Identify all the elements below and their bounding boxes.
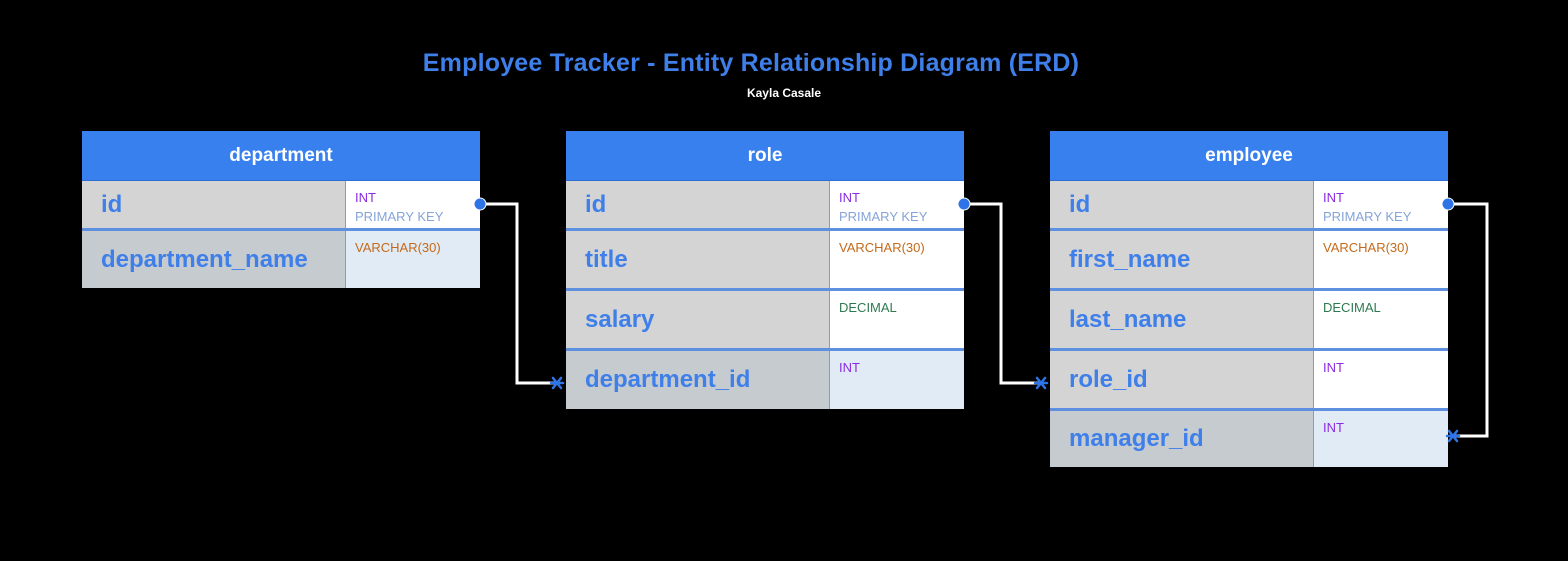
connector-line xyxy=(480,202,557,385)
column-type-cell: INT PRIMARY KEY xyxy=(1314,181,1448,228)
one-end-dot xyxy=(473,197,487,211)
table-header-department: department xyxy=(82,131,480,181)
column-type-cell: INT xyxy=(830,351,964,409)
table-employee: employee id INT PRIMARY KEY first_name V… xyxy=(1050,131,1448,467)
column-type: VARCHAR(30) xyxy=(1323,240,1409,255)
column-row-role-department-id: department_id INT xyxy=(566,351,964,409)
relationship-department-role xyxy=(473,197,565,390)
column-row-employee-manager-id: manager_id INT xyxy=(1050,411,1448,467)
column-type-cell: DECIMAL xyxy=(830,291,964,348)
column-name: last_name xyxy=(1050,291,1314,348)
connector-line xyxy=(964,202,1041,385)
column-type: INT xyxy=(839,360,860,375)
column-name: id xyxy=(1050,181,1314,228)
column-name: title xyxy=(566,231,830,288)
table-header-employee: employee xyxy=(1050,131,1448,181)
column-name: salary xyxy=(566,291,830,348)
diagram-author: Kayla Casale xyxy=(746,86,822,100)
relationship-employee-manager xyxy=(1441,197,1489,443)
column-type-cell: INT PRIMARY KEY xyxy=(830,181,964,228)
column-row-department-id: id INT PRIMARY KEY xyxy=(82,181,480,231)
one-end-dot xyxy=(957,197,971,211)
column-type-cell: INT PRIMARY KEY xyxy=(346,181,480,228)
column-type-cell: VARCHAR(30) xyxy=(346,231,480,288)
column-row-employee-id: id INT PRIMARY KEY xyxy=(1050,181,1448,231)
column-row-employee-first-name: first_name VARCHAR(30) xyxy=(1050,231,1448,291)
column-name: id xyxy=(82,181,346,228)
column-type-cell: INT xyxy=(1314,411,1448,467)
column-name: department_name xyxy=(82,231,346,288)
many-end-star xyxy=(549,376,565,390)
column-type-cell: VARCHAR(30) xyxy=(830,231,964,288)
table-header-role: role xyxy=(566,131,964,181)
connector-line xyxy=(1448,202,1489,438)
column-name: department_id xyxy=(566,351,830,409)
column-type-cell: VARCHAR(30) xyxy=(1314,231,1448,288)
column-name: first_name xyxy=(1050,231,1314,288)
relationship-role-employee xyxy=(957,197,1049,390)
column-name: role_id xyxy=(1050,351,1314,408)
many-end-star xyxy=(1445,429,1461,443)
column-type: VARCHAR(30) xyxy=(839,240,925,255)
table-role: role id INT PRIMARY KEY title VARCHAR(30… xyxy=(566,131,964,409)
table-department: department id INT PRIMARY KEY department… xyxy=(82,131,480,288)
primary-key-label: PRIMARY KEY xyxy=(839,209,928,224)
primary-key-label: PRIMARY KEY xyxy=(1323,209,1412,224)
column-type: INT xyxy=(355,190,376,205)
column-row-role-id: id INT PRIMARY KEY xyxy=(566,181,964,231)
column-row-role-salary: salary DECIMAL xyxy=(566,291,964,351)
diagram-title: Employee Tracker - Entity Relationship D… xyxy=(422,49,1080,77)
column-row-role-title: title VARCHAR(30) xyxy=(566,231,964,291)
column-type: INT xyxy=(1323,420,1344,435)
column-type: DECIMAL xyxy=(839,300,897,315)
column-row-employee-role-id: role_id INT xyxy=(1050,351,1448,411)
column-row-department-name: department_name VARCHAR(30) xyxy=(82,231,480,288)
column-type-cell: DECIMAL xyxy=(1314,291,1448,348)
primary-key-label: PRIMARY KEY xyxy=(355,209,444,224)
one-end-dot xyxy=(1441,197,1455,211)
column-type: INT xyxy=(1323,190,1344,205)
column-type: INT xyxy=(839,190,860,205)
column-type: VARCHAR(30) xyxy=(355,240,441,255)
column-name: manager_id xyxy=(1050,411,1314,467)
column-name: id xyxy=(566,181,830,228)
column-type: INT xyxy=(1323,360,1344,375)
column-row-employee-last-name: last_name DECIMAL xyxy=(1050,291,1448,351)
many-end-star xyxy=(1033,376,1049,390)
column-type-cell: INT xyxy=(1314,351,1448,408)
column-type: DECIMAL xyxy=(1323,300,1381,315)
